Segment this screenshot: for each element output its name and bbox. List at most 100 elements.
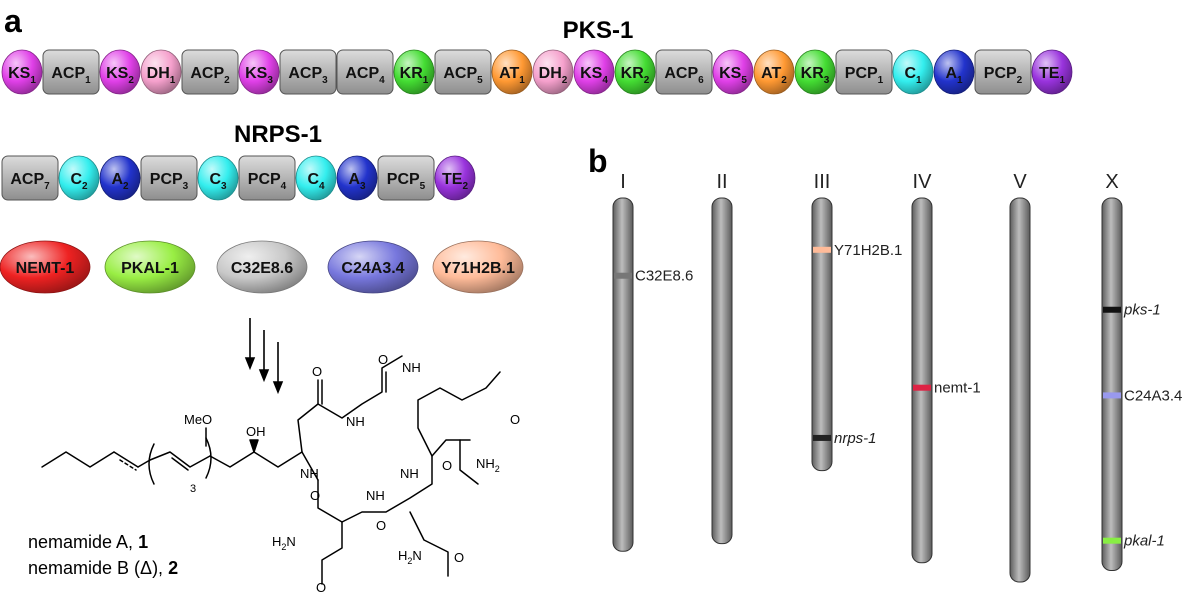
domain-label: C4 (307, 171, 325, 192)
domain-label: KS5 (719, 65, 747, 86)
domain-c4: C4 (295, 155, 337, 201)
domain-label: AT2 (761, 65, 787, 86)
enzyme-label: PKAL-1 (121, 260, 179, 277)
gene-label: nemt-1 (934, 380, 981, 397)
chromosome-v: V (1009, 171, 1031, 583)
domain-at2: AT2 (753, 49, 795, 95)
domain-label: PCP4 (248, 171, 287, 192)
domain-label: PCP5 (387, 171, 426, 192)
domain-label: PCP3 (150, 171, 189, 192)
h2n-label-1: H2N (272, 534, 296, 552)
domain-pcp3: PCP3 (140, 155, 198, 201)
carbonyl-o-label-1: O (312, 364, 322, 379)
domain-box (238, 155, 296, 201)
chromosome-bar (1009, 197, 1031, 583)
domain-dh2: DH2 (532, 49, 574, 95)
arrow-1-head (244, 357, 256, 371)
domain-ks2: KS2 (99, 49, 141, 95)
oh-wedge (249, 439, 259, 453)
domain-ks4: KS4 (573, 49, 615, 95)
diene-unit (149, 451, 211, 468)
domain-circle (99, 49, 141, 95)
gene-band (813, 246, 831, 253)
domain-acp3: ACP3 (279, 49, 337, 95)
domain-label: ACP2 (190, 65, 230, 86)
methoxy-label: MeO (184, 412, 212, 427)
enzyme-y71h2b-1: Y71H2B.1 (432, 240, 524, 294)
domain-kr1: KR1 (393, 49, 435, 95)
asn-side-chain-2 (321, 521, 343, 585)
ring-bond-1 (301, 451, 319, 481)
domain-circle (1031, 49, 1073, 95)
domain-pcp1: PCP1 (835, 49, 893, 95)
domain-label: KR2 (621, 65, 650, 86)
domain-acp2: ACP2 (181, 49, 239, 95)
chromosome-name: II (716, 171, 727, 193)
delta-bond (113, 451, 139, 468)
domain-box (835, 49, 893, 95)
domain-circle (1, 49, 43, 95)
domain-circle (794, 49, 836, 95)
domain-circle (336, 155, 378, 201)
repeat-bracket-left (148, 443, 155, 485)
chromosome-name: IV (913, 171, 933, 193)
alkyl-chain (41, 451, 115, 468)
gene-band (813, 434, 831, 441)
enzyme-nemt-1: NEMT-1 (0, 240, 91, 294)
domain-kr2: KR2 (614, 49, 656, 95)
enzyme-label: C24A3.4 (341, 260, 404, 277)
domain-box (42, 49, 100, 95)
ring-bond-2 (317, 479, 343, 523)
domain-circle (491, 49, 533, 95)
compound-caption-1: nemamide A, 1 (28, 532, 148, 552)
carbonyl-o-label-7: O (316, 580, 326, 594)
domain-box (336, 49, 394, 95)
domain-c3: C3 (197, 155, 239, 201)
enzyme-label: Y71H2B.1 (441, 260, 515, 277)
domain-circle (393, 49, 435, 95)
hydroxyl-label: OH (246, 424, 266, 439)
domain-circle (140, 49, 182, 95)
domain-circle (712, 49, 754, 95)
domain-acp1: ACP1 (42, 49, 100, 95)
ring-bond-3 (341, 439, 471, 523)
domain-label: C1 (904, 65, 922, 86)
chromosome-bar (711, 197, 733, 545)
h2n-label-2: H2N (398, 548, 422, 566)
domain-acp7: ACP7 (1, 155, 59, 201)
chain-bond (137, 459, 151, 468)
repeat-count-label: 3 (190, 483, 196, 495)
domain-a2: A2 (99, 155, 141, 201)
domain-acp5: ACP5 (434, 49, 492, 95)
chromosome-bar (811, 197, 833, 472)
diene-double-1 (171, 457, 189, 471)
nh2-label: NH2 (476, 456, 500, 474)
domain-box (434, 49, 492, 95)
domain-pcp4: PCP4 (238, 155, 296, 201)
domain-circle (295, 155, 337, 201)
asn-side-chain (459, 439, 479, 485)
gene-locus-pks-1: pks-1 (1103, 302, 1161, 319)
compound-caption-2: nemamide B (Δ), 2 (28, 558, 178, 578)
domain-circle (532, 49, 574, 95)
domain-te1: TE1 (1031, 49, 1073, 95)
domain-circle (58, 155, 100, 201)
structure-atom-labels: MeO OH NH O O NH NH2 O NH NH O O NH O H2… (184, 352, 520, 594)
gene-band (614, 272, 632, 279)
domain-label: C2 (70, 171, 88, 192)
delta-bond-dashed (119, 459, 137, 471)
domain-box (1, 155, 59, 201)
domain-label: PCP1 (845, 65, 884, 86)
gene-locus-nemt-1: nemt-1 (913, 380, 981, 397)
nrps-title: NRPS-1 (234, 121, 322, 148)
domain-label: KR3 (801, 65, 830, 86)
domain-circle (99, 155, 141, 201)
enzyme-ellipse (216, 240, 308, 294)
domain-label: KS2 (106, 65, 134, 86)
pks-title: PKS-1 (563, 17, 634, 44)
